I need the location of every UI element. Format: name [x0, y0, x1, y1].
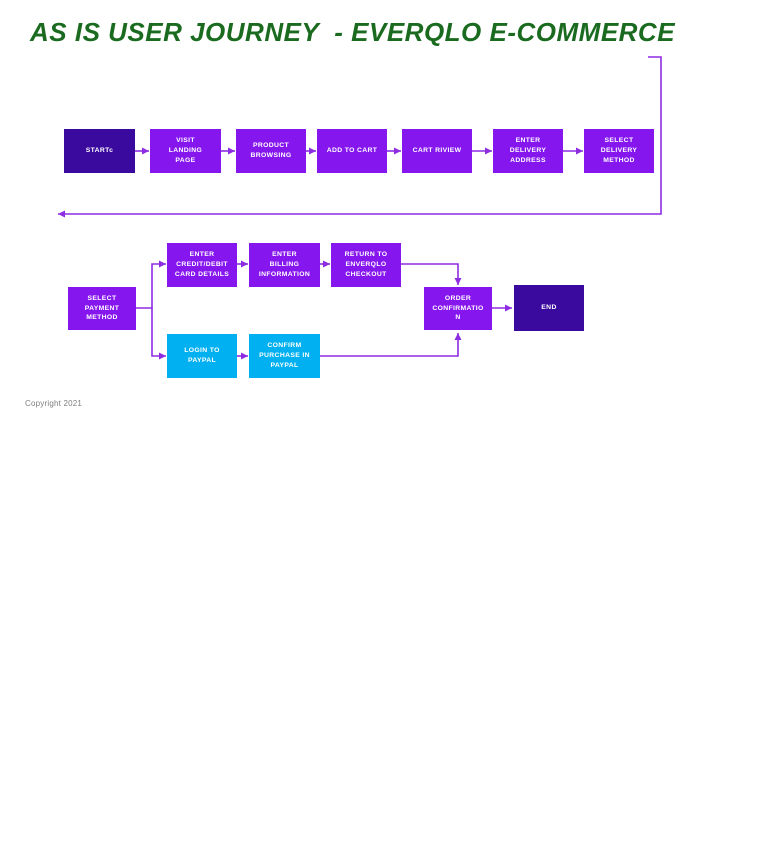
- node-enter-billing-information: ENTER BILLING INFORMATION: [249, 243, 320, 287]
- connector-delivery-loop-back: [58, 56, 662, 218]
- connector-paypal-confirm-to-order: [320, 333, 462, 357]
- node-enter-credit-debit-card-details: ENTER CREDIT/DEBIT CARD DETAILS: [167, 243, 237, 287]
- node-select-payment-method: SELECT PAYMENT METHOD: [68, 287, 136, 330]
- node-start: STARTc: [64, 129, 135, 173]
- node-enter-delivery-address: ENTER DELIVERY ADDRESS: [493, 129, 563, 173]
- node-confirm-purchase-in-paypal: CONFIRM PURCHASE IN PAYPAL: [249, 334, 320, 378]
- node-order-confirmation: ORDER CONFIRMATIO N: [424, 287, 492, 330]
- node-return-to-enverqlo-checkout: RETURN TO ENVERQLO CHECKOUT: [331, 243, 401, 287]
- connector-payment-to-paypal-login: [151, 308, 166, 360]
- node-select-delivery-method: SELECT DELIVERY METHOD: [584, 129, 654, 173]
- node-cart-riview: CART RIVIEW: [402, 129, 472, 173]
- connector-return-to-order-confirmation: [401, 263, 462, 285]
- node-login-to-paypal: LOGIN TO PAYPAL: [167, 334, 237, 378]
- page-title: AS IS USER JOURNEY - EVERQLO E-COMMERCE: [30, 17, 676, 47]
- copyright-text: Copyright 2021: [25, 399, 83, 408]
- node-end: END: [514, 285, 584, 331]
- connector-payment-to-card-details: [136, 260, 166, 309]
- node-product-browsing: PRODUCT BROWSING: [236, 129, 306, 173]
- node-visit-landing-page: VISIT LANDING PAGE: [150, 129, 221, 173]
- node-add-to-cart: ADD TO CART: [317, 129, 387, 173]
